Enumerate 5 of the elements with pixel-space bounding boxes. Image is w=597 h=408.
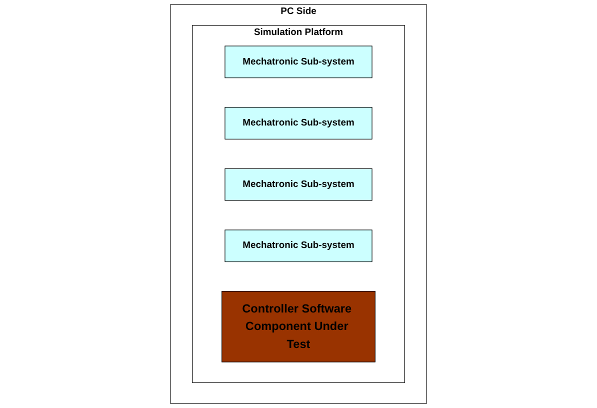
- node-box: Controller Software Component Under Test: [222, 290, 376, 362]
- node-box: Mechatronic Sub-system: [224, 168, 372, 201]
- node-box: Mechatronic Sub-system: [224, 230, 372, 262]
- node-box: Mechatronic Sub-system: [224, 107, 372, 140]
- node-box: Mechatronic Sub-system: [224, 46, 372, 78]
